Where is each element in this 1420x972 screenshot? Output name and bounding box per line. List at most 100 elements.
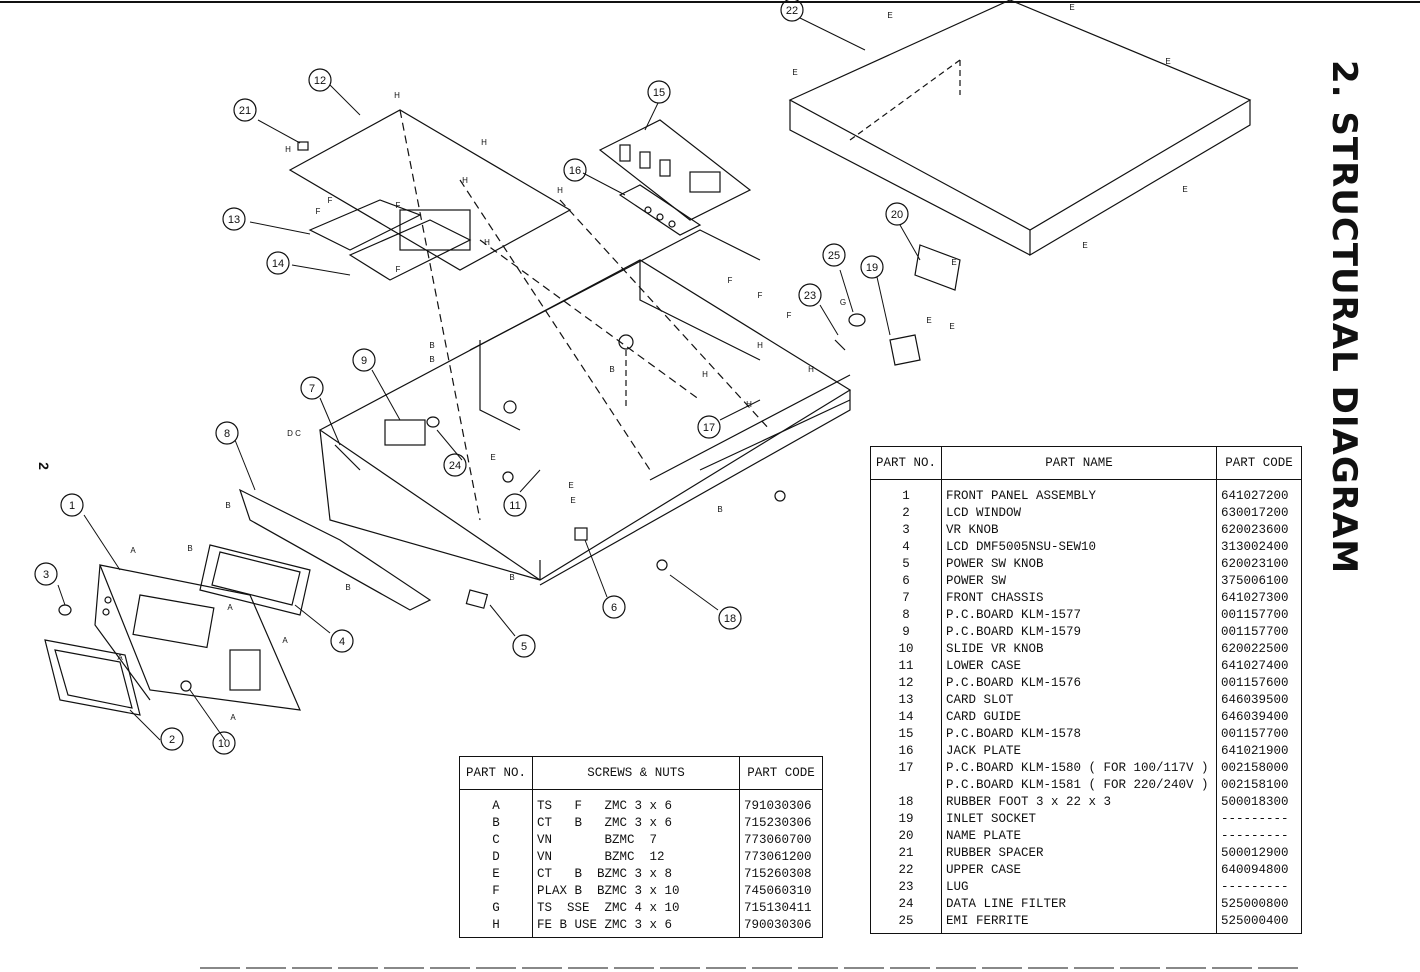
callout-number: 23 [804, 290, 816, 302]
cell-part-no: G [459, 900, 533, 917]
cell-part-code: 001157600 [1216, 675, 1302, 692]
front-panel-drawing [94, 564, 301, 711]
screw-label: F [787, 311, 792, 320]
cell-name: FRONT PANEL ASSEMBLY [941, 479, 1217, 505]
cell-part-no: D [459, 849, 533, 866]
pcb-klm-1577-drawing [238, 488, 432, 611]
callout-number: 22 [786, 5, 798, 17]
page-title: 2. STRUCTURAL DIAGRAM [1324, 60, 1364, 575]
cell-name: LCD WINDOW [941, 505, 1217, 522]
cell-part-no: 3 [870, 522, 942, 539]
cell-part-code: 641027200 [1216, 479, 1302, 505]
cell-part-code: 620023100 [1216, 556, 1302, 573]
cell-name: EMI FERRITE [941, 913, 1217, 934]
callout-number: 2 [169, 734, 175, 746]
screw-label: F [728, 276, 733, 285]
screw-label: A [282, 636, 288, 645]
cell-part-code: 640094800 [1216, 862, 1302, 879]
cell-part-no: 17 [870, 760, 942, 777]
cell-part-no: A [459, 789, 533, 815]
cell-part-no: 6 [870, 573, 942, 590]
callout-12 [308, 68, 332, 92]
col-header-screws-nuts: SCREWS & NUTS [532, 756, 740, 790]
cell-part-no: 11 [870, 658, 942, 675]
col-header-part-name: PART NAME [941, 446, 1217, 480]
cell-part-code: 773061200 [739, 849, 823, 866]
lcd-window-drawing [44, 639, 141, 716]
screw-label: E [951, 258, 956, 267]
callout-number: 24 [449, 460, 461, 472]
cell-name: JACK PLATE [941, 743, 1217, 760]
screw-label: H [702, 370, 708, 379]
callout-number: 1 [69, 500, 75, 512]
callout-14 [266, 251, 290, 275]
callout-number: 11 [509, 500, 520, 512]
callout-23 [798, 283, 822, 307]
card-slot-drawing [308, 199, 472, 281]
callout-3 [34, 562, 58, 586]
screw-label: E [570, 496, 575, 505]
jack-board-drawing [598, 119, 752, 236]
cell-name: TS F ZMC 3 x 6 [532, 789, 740, 815]
pcb-klm-1576-drawing [288, 109, 771, 521]
cell-part-no: C [459, 832, 533, 849]
cell-part-code: 001157700 [1216, 726, 1302, 743]
col-header-screw-part-code: PART CODE [739, 756, 823, 790]
cell-name: FE B USE ZMC 3 x 6 [532, 917, 740, 938]
cell-part-no: 21 [870, 845, 942, 862]
lower-case-drawing [318, 229, 852, 586]
cell-part-no: B [459, 815, 533, 832]
callout-4 [330, 629, 354, 653]
cell-part-code: 646039500 [1216, 692, 1302, 709]
cell-name: P.C.BOARD KLM-1578 [941, 726, 1217, 743]
cell-part-code: --------- [1216, 828, 1302, 845]
screw-label: F [316, 207, 321, 216]
cell-part-code: 620022500 [1216, 641, 1302, 658]
cell-part-code: 773060700 [739, 832, 823, 849]
cell-name: VR KNOB [941, 522, 1217, 539]
inlet-socket-drawing [834, 244, 961, 366]
screw-label: E [792, 68, 797, 77]
cell-name: P.C.BOARD KLM-1580 ( FOR 100/117V ) [941, 760, 1217, 777]
screw-label: E [1082, 241, 1087, 250]
cell-part-no: 25 [870, 913, 942, 934]
callout-18 [718, 606, 742, 630]
cell-part-code: 715230306 [739, 815, 823, 832]
cell-part-no: 9 [870, 624, 942, 641]
cell-part-code: 375006100 [1216, 573, 1302, 590]
cell-name: CT B ZMC 3 x 6 [532, 815, 740, 832]
cell-part-no: 19 [870, 811, 942, 828]
callout-number: 21 [239, 105, 251, 117]
screw-label: H [757, 341, 763, 350]
cell-part-code: --------- [1216, 811, 1302, 828]
cell-part-no: F [459, 883, 533, 900]
cell-name: PLAX B BZMC 3 x 10 [532, 883, 740, 900]
cell-name: VN BZMC 7 [532, 832, 740, 849]
screw-label: F [396, 265, 401, 274]
cell-part-code: 641027400 [1216, 658, 1302, 675]
screw-label: H [481, 138, 487, 147]
cell-part-no: 5 [870, 556, 942, 573]
cell-part-no: E [459, 866, 533, 883]
